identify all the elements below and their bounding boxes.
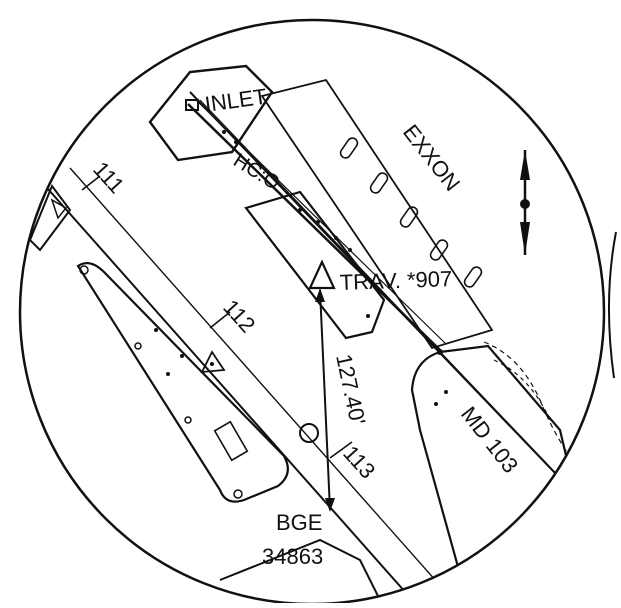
north-arrow-icon	[520, 150, 530, 255]
distance-line	[319, 289, 331, 511]
bge-label: BGE	[276, 510, 322, 535]
pipe-id-label: HC:O	[229, 150, 283, 195]
survey-dots	[154, 130, 448, 406]
bottom-lot	[219, 538, 391, 604]
traverse-island	[244, 190, 386, 340]
dashed-curb	[483, 341, 581, 471]
route-111-label: 111	[88, 157, 129, 199]
circle-manhole-icon	[299, 423, 319, 443]
exxon-label: EXXON	[398, 120, 465, 196]
map-content	[28, 64, 604, 604]
traverse-label: TRAV. *907	[339, 266, 452, 295]
pump-islands	[339, 137, 483, 288]
median-island	[76, 261, 289, 503]
bge-number-label: 34863	[262, 544, 323, 569]
median-sign	[213, 420, 249, 462]
road-edge-west	[39, 179, 431, 604]
distance-label: 127.40'	[331, 352, 370, 427]
adjacent-circle-edge	[607, 231, 617, 379]
distance-arrow-bottom	[325, 498, 335, 512]
pipe-line	[187, 103, 441, 351]
exxon-parcel	[260, 78, 494, 350]
route-112-label: 112	[218, 295, 260, 338]
distance-arrow-top	[315, 288, 325, 302]
inlet-structure	[148, 64, 274, 162]
md-route-label: MD 103	[456, 402, 523, 478]
corner-structure	[28, 183, 72, 252]
inlet-box	[185, 99, 199, 111]
road-edge-west-inner	[69, 167, 461, 604]
pipe-line-inner	[195, 99, 447, 345]
triangle-survey-icon	[308, 259, 336, 290]
triangle-monument-icon	[200, 350, 226, 374]
